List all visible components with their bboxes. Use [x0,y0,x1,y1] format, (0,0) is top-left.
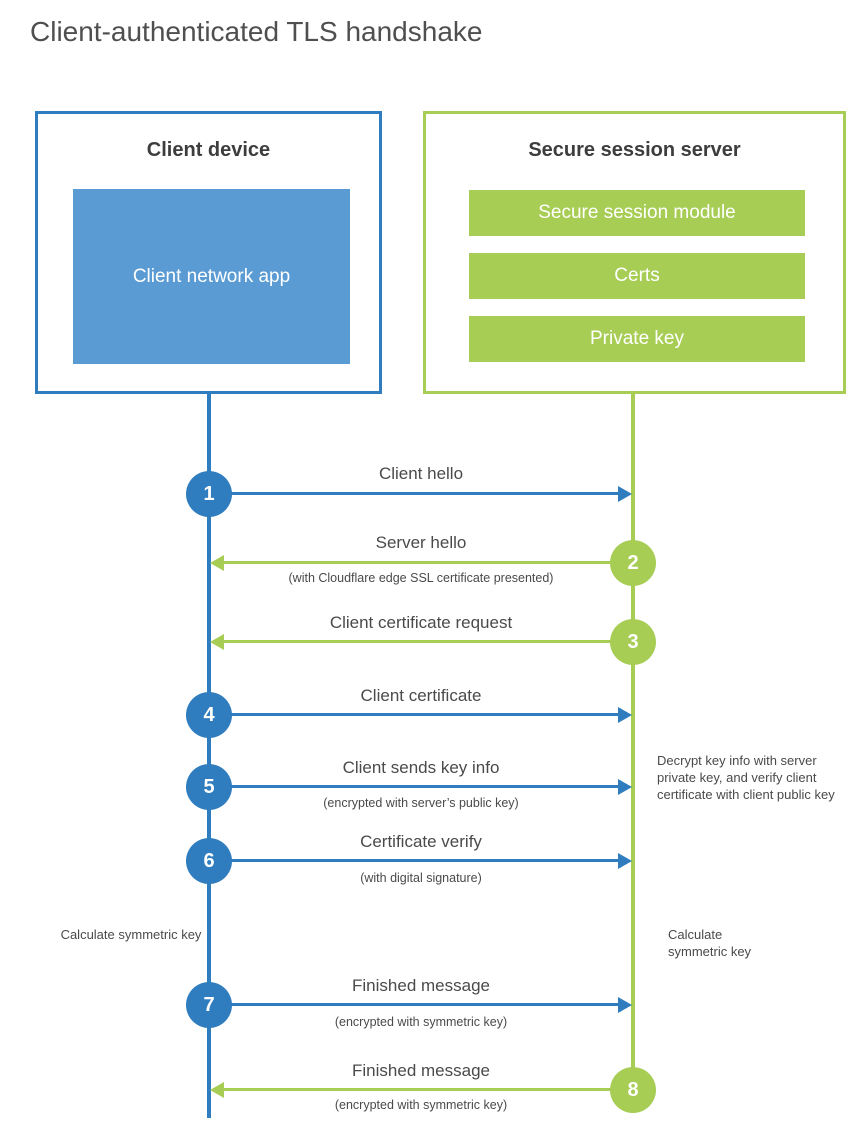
step-circle-1: 1 [186,471,232,517]
client-lifeline [207,394,211,1118]
arrow-certificate-verify [209,853,632,869]
arrowhead-left-icon [210,1082,224,1098]
calculate-symmetric-key-server-note: Calculate symmetric key [668,927,752,959]
server-lifeline [631,394,635,1113]
message-sub-client-sends-key-info: (encrypted with server’s public key) [323,796,519,810]
step-number-5: 5 [203,775,215,798]
page-title: Client-authenticated TLS handshake [30,16,483,47]
server-module-certs: Certs [469,253,805,299]
step-number-1: 1 [203,482,215,505]
client-network-app-block: Client network app [73,189,350,364]
message-sub-finished-message-server: (encrypted with symmetric key) [334,1098,508,1112]
client-device-box: Client device Client network app [35,111,382,394]
arrow-client-hello [209,486,632,502]
arrowhead-right-icon [618,853,632,869]
message-label-server-hello: Server hello [375,533,467,552]
message-sub-finished-message-client: (encrypted with symmetric key) [334,1015,508,1029]
arrowhead-right-icon [618,779,632,795]
arrow-finished-message-client [209,997,632,1013]
arrowhead-right-icon [618,707,632,723]
decrypt-key-info-note: Decrypt key info with server private key… [657,753,835,802]
calculate-symmetric-key-client-note: Calculate symmetric key [60,927,202,942]
message-label-client-certificate: Client certificate [360,686,482,705]
step-number-4: 4 [203,703,215,726]
step-circle-4: 4 [186,692,232,738]
message-label-finished-message-server: Finished message [352,1061,490,1080]
arrowhead-left-icon [210,555,224,571]
step-circle-5: 5 [186,764,232,810]
message-label-client-sends-key-info: Client sends key info [342,758,500,777]
message-sub-certificate-verify: (with digital signature) [360,871,482,885]
arrowhead-left-icon [210,634,224,650]
client-box-title: Client device [146,139,271,161]
step-circle-2: 2 [610,540,656,586]
message-label-finished-message-client: Finished message [352,976,490,995]
step-number-2: 2 [627,551,639,574]
step-circle-3: 3 [610,619,656,665]
step-number-7: 7 [203,993,215,1016]
arrowhead-right-icon [618,997,632,1013]
server-box-title: Secure session server [528,139,741,161]
step-number-8: 8 [627,1078,639,1101]
arrow-client-certificate-request [210,634,633,650]
arrowhead-right-icon [618,486,632,502]
message-sub-server-hello: (with Cloudflare edge SSL certificate pr… [288,571,554,585]
message-label-client-certificate-request: Client certificate request [329,613,513,632]
step-number-6: 6 [203,849,215,872]
step-circle-6: 6 [186,838,232,884]
server-module-secure-session: Secure session module [469,190,805,236]
secure-session-server-box: Secure session server Secure session mod… [423,111,846,394]
message-label-certificate-verify: Certificate verify [360,832,482,851]
step-number-3: 3 [627,630,639,653]
client-app-label: Client network app [132,265,291,287]
step-circle-7: 7 [186,982,232,1028]
arrow-client-sends-key-info [209,779,632,795]
server-module-private-key: Private key [469,316,805,362]
message-label-client-hello: Client hello [378,464,464,483]
arrow-server-hello [210,555,633,571]
arrow-client-certificate [209,707,632,723]
step-circle-8: 8 [610,1067,656,1113]
arrow-finished-message-server [210,1082,633,1098]
